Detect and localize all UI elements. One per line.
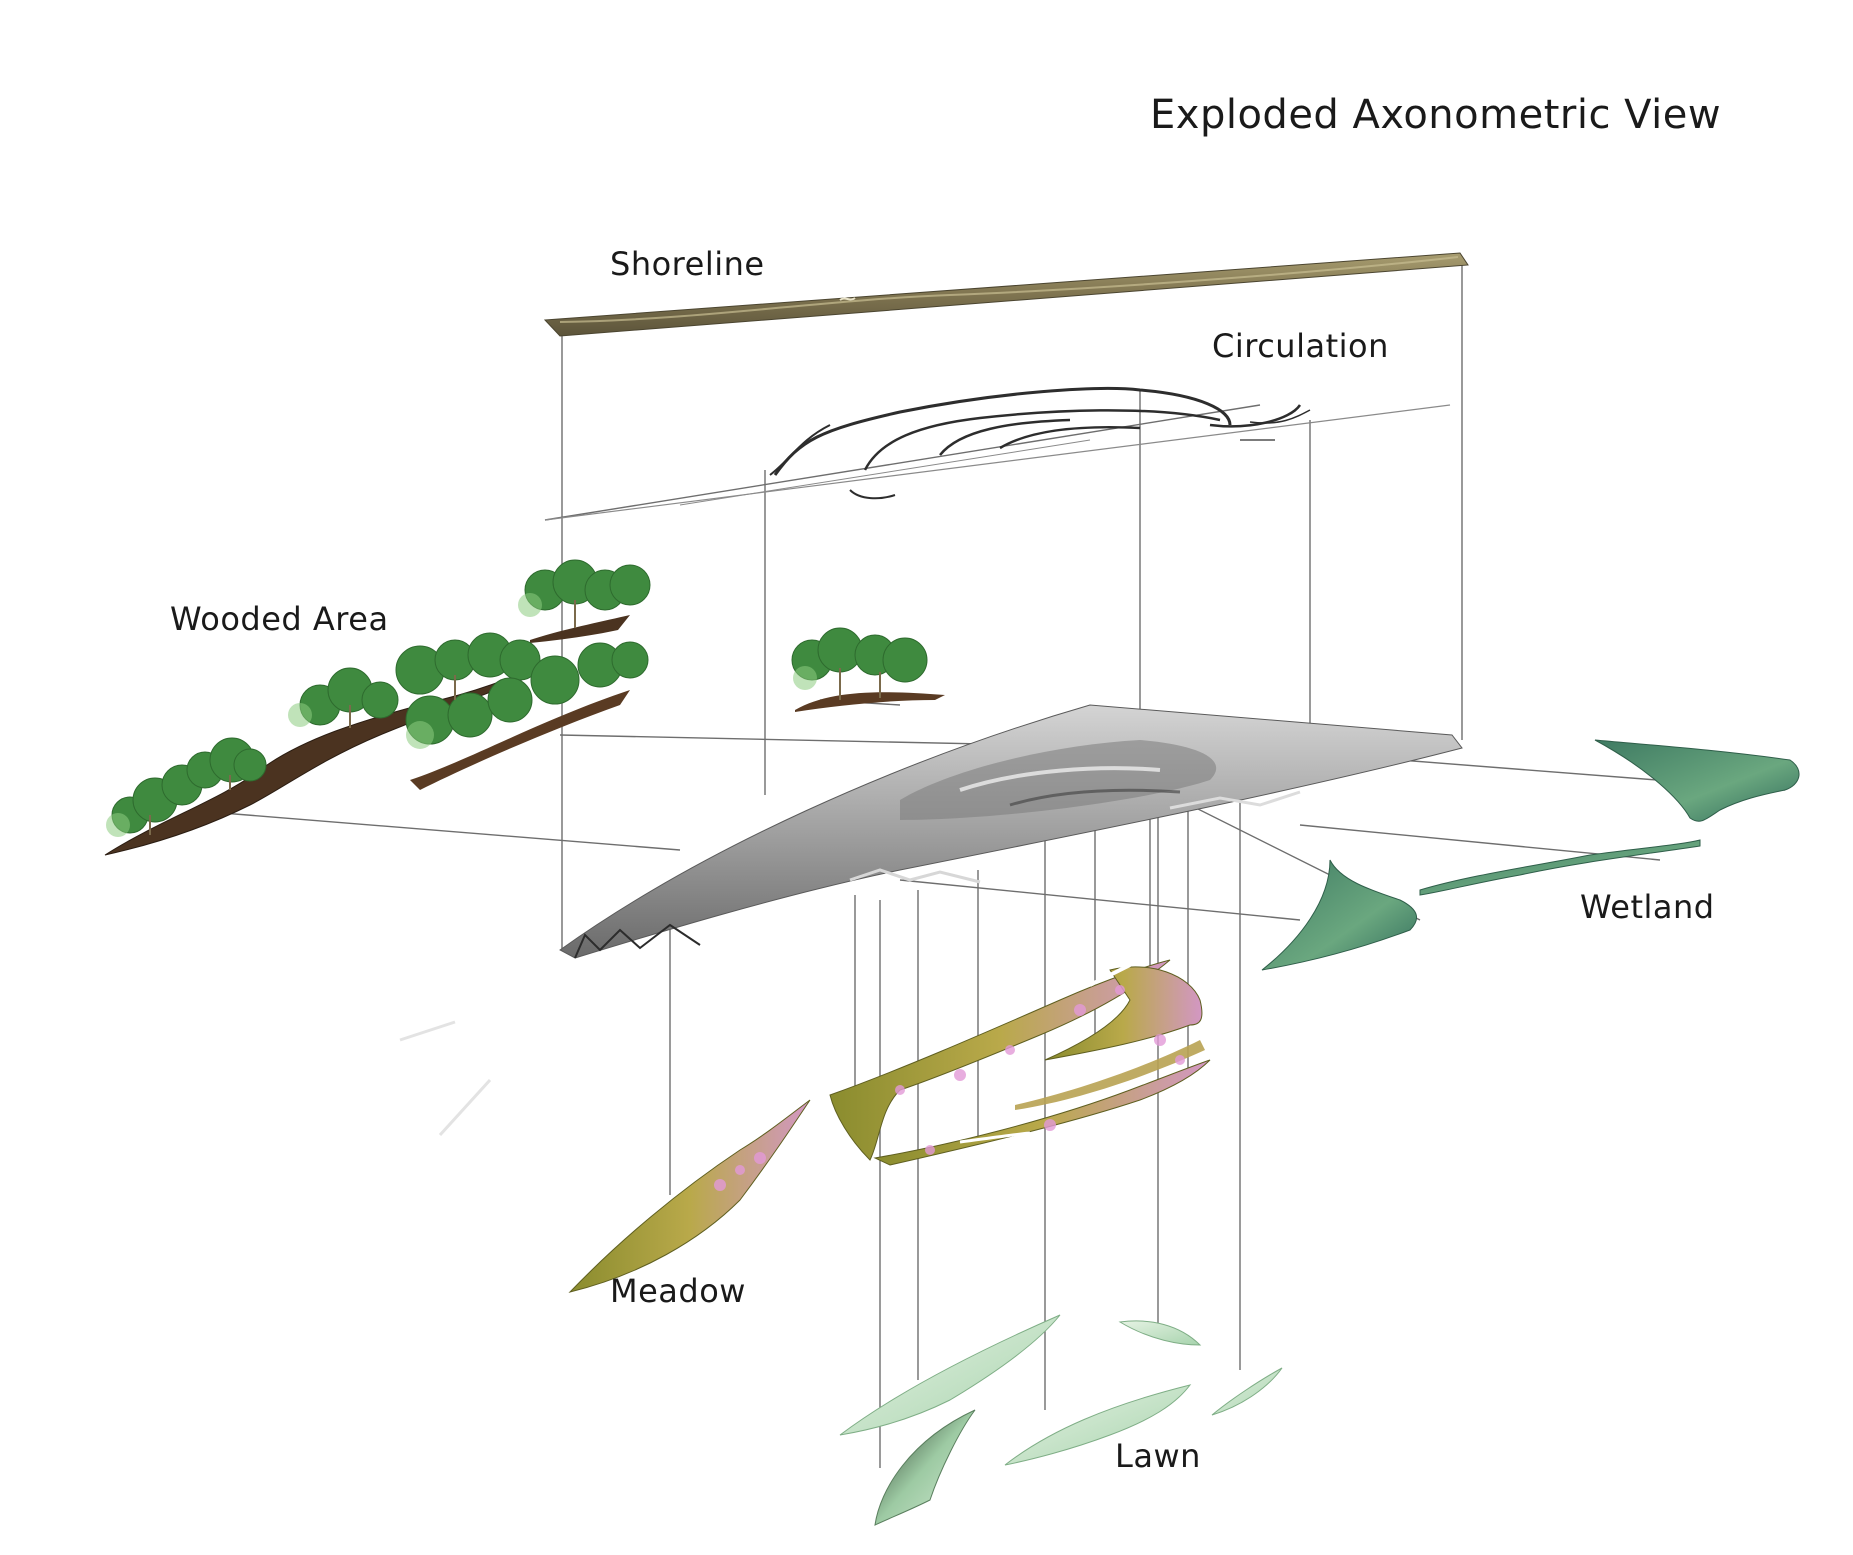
- leader-lines: [209, 262, 1786, 1468]
- circulation-label: Circulation: [1212, 327, 1389, 365]
- circulation-layer: [544, 386, 1451, 521]
- terrain-base: [559, 704, 1463, 959]
- wooded-area-layer: [104, 559, 945, 856]
- meadow-layer: [568, 959, 1211, 1293]
- lawn-layer: [839, 1314, 1283, 1526]
- diagram-title: Exploded Axonometric View: [1150, 92, 1722, 138]
- lawn-label: Lawn: [1115, 1437, 1201, 1475]
- shadow-strokes: [399, 1020, 492, 1137]
- wetland-label: Wetland: [1580, 888, 1715, 926]
- shoreline-label: Shoreline: [610, 245, 765, 283]
- wooded-area-label: Wooded Area: [170, 600, 389, 638]
- shoreline-layer: [543, 252, 1469, 337]
- meadow-label: Meadow: [610, 1272, 746, 1310]
- wetland-layer: [1261, 739, 1800, 971]
